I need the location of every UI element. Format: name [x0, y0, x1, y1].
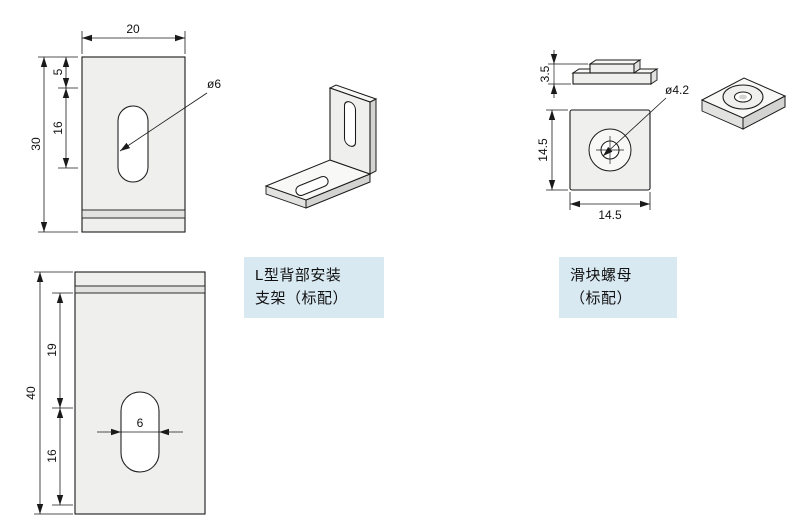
plate2-bend-band: [74, 285, 206, 294]
nut-side-view: 3.5: [538, 50, 659, 98]
bracket-caption-line2: 支架（标配）: [255, 290, 349, 308]
dim-plate2-lower: 16: [45, 449, 59, 463]
dim-nut-side-height: 14.5: [536, 138, 550, 162]
dim-nut-thickness: 3.5: [538, 65, 552, 82]
plate1-bend-band: [81, 209, 186, 219]
bracket-flange-slot: [343, 101, 357, 147]
plate1-front-view: 20 5 16 30 ø6: [29, 22, 221, 233]
nut-3d-view: [700, 77, 787, 130]
dim-nut-hole-dia: ø4.2: [665, 83, 689, 97]
nut-base-front: [572, 72, 652, 85]
leader-line: [119, 92, 208, 152]
dim-plate2-upper: 19: [45, 343, 59, 357]
bracket-caption: L型背部安装 支架（标配）: [244, 257, 384, 318]
nut-caption-line2: （标配）: [570, 290, 633, 308]
dim-plate1-height: 30: [29, 137, 43, 151]
nut3d-hole-bottom: [739, 94, 747, 100]
dim-plate2-slot-width: 6: [137, 416, 144, 430]
bracket-flange-edge-face: [369, 98, 377, 175]
nut-caption: 滑块螺母 （标配）: [559, 257, 677, 318]
nut-boss-front: [589, 63, 635, 74]
nut-caption-line1: 滑块螺母: [570, 267, 633, 284]
bracket-3d-view: [264, 84, 378, 209]
bracket-caption-line1: L型背部安装: [255, 267, 342, 284]
dim-plate1-slot-span: 16: [51, 121, 65, 135]
dim-plate1-top-offset: 5: [51, 68, 65, 75]
dim-nut-side-width: 14.5: [598, 208, 622, 222]
nut-front-view: ø4.2 14.5 14.5: [536, 83, 689, 222]
dim-plate1-width: 20: [126, 22, 140, 36]
leader-line: [602, 97, 667, 157]
nut-boss-top-face: [588, 59, 642, 65]
plate1-slot: [117, 105, 149, 183]
plate2-front-view: 19 16 40 6: [24, 271, 206, 515]
dim-plate2-height: 40: [24, 386, 38, 400]
dim-plate1-slot-dia: ø6: [207, 77, 221, 91]
bracket-base-slot: [295, 175, 329, 197]
